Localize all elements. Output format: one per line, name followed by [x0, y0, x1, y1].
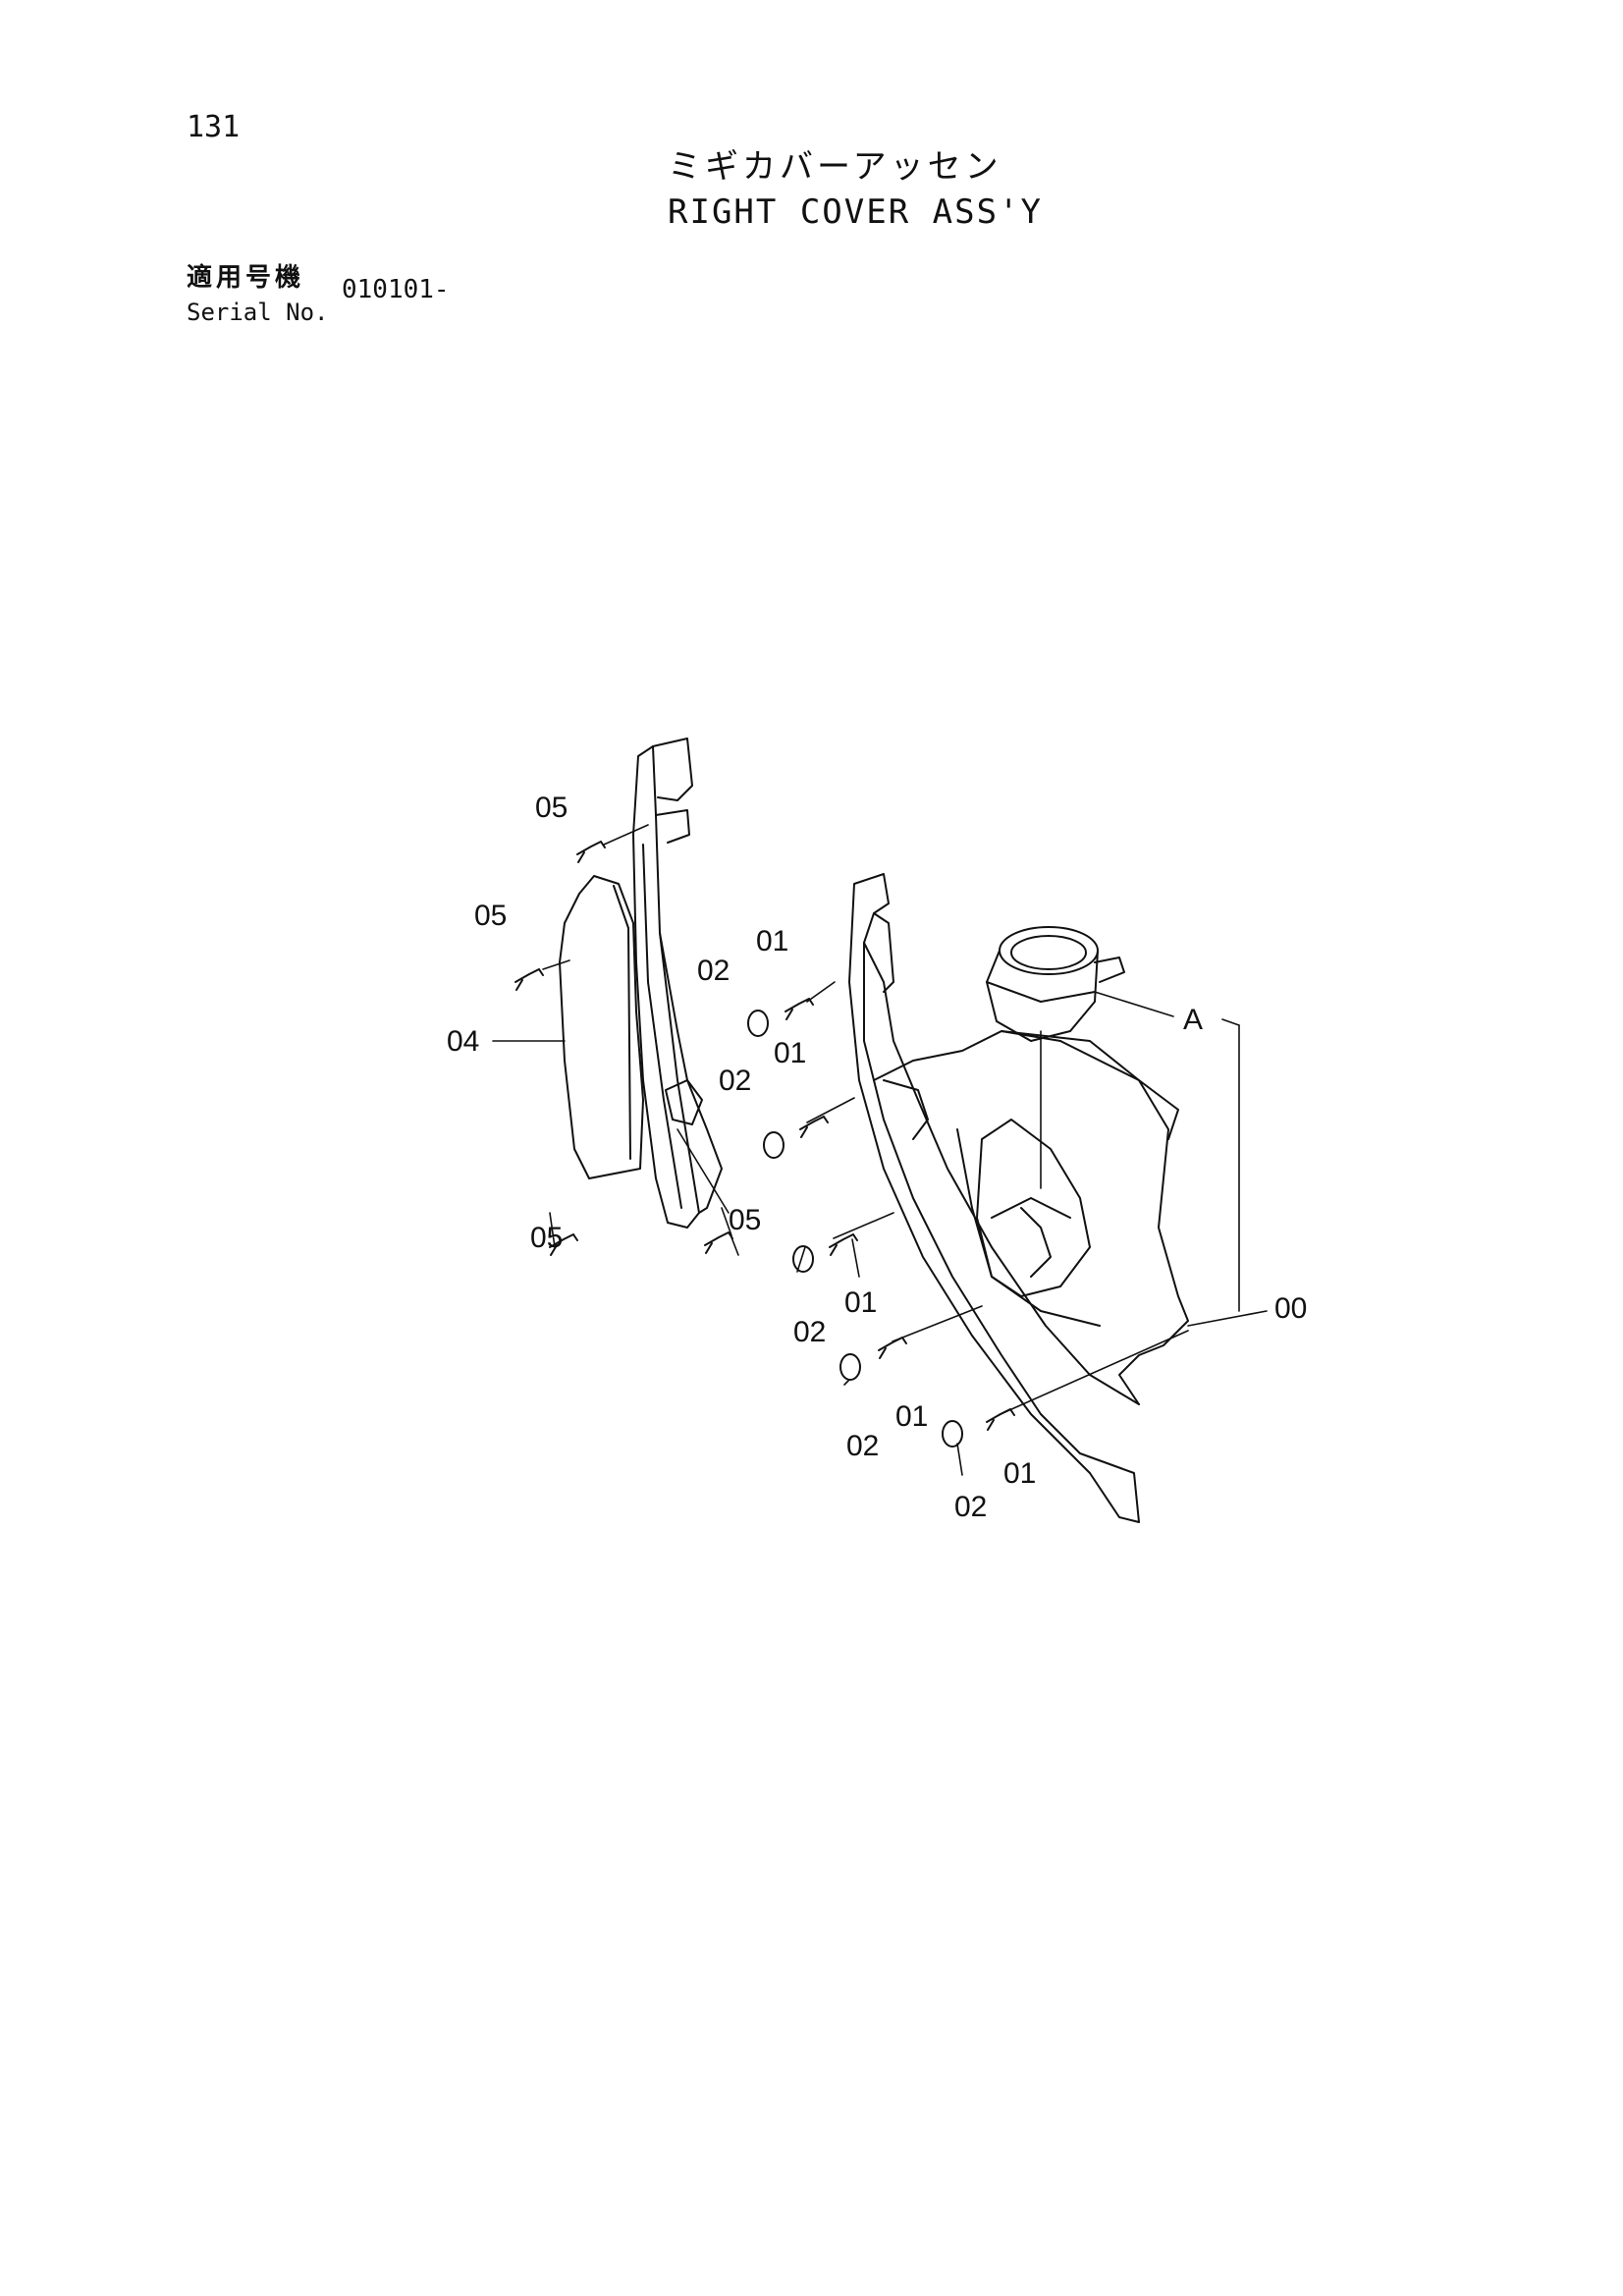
callout-05-bottom-left: 05: [530, 1222, 563, 1254]
callout-01-d: 01: [895, 1400, 928, 1433]
callout-02-e: 02: [954, 1491, 987, 1523]
callout-05-top: 05: [535, 792, 568, 824]
serial-label-english: Serial No.: [187, 299, 329, 326]
callout-04: 04: [447, 1025, 479, 1058]
caps: [747, 1010, 963, 1448]
callout-02-a: 02: [697, 955, 730, 987]
callout-01-a: 01: [756, 925, 788, 957]
callout-01-e: 01: [1003, 1457, 1036, 1490]
callout-05-bottom-right: 05: [729, 1204, 761, 1236]
screws: [514, 841, 1015, 1431]
leader-lines: [492, 824, 1268, 1476]
callout-01-c: 01: [844, 1286, 877, 1319]
callout-00: 00: [1274, 1292, 1307, 1325]
part-04-cover-panel: [559, 738, 723, 1229]
callout-05-left: 05: [474, 900, 507, 932]
callout-a: A: [1183, 1004, 1203, 1036]
callout-02-b: 02: [719, 1065, 751, 1097]
serial-label-japanese: 適用号機: [187, 263, 305, 293]
callout-01-b: 01: [774, 1037, 806, 1069]
title-english: RIGHT COVER ASS'Y: [668, 192, 1043, 232]
callout-labels: 05 05 04 05 05 02 01 02 01 01 02 01 02 0…: [447, 792, 1307, 1523]
serial-value: 010101-: [342, 275, 450, 304]
page-number: 131: [187, 110, 241, 144]
callout-02-c: 02: [793, 1316, 826, 1348]
title-japanese: ミギカバーアッセン: [668, 147, 1002, 187]
part-a-duct: [986, 926, 1125, 1042]
callout-02-d: 02: [846, 1430, 879, 1462]
